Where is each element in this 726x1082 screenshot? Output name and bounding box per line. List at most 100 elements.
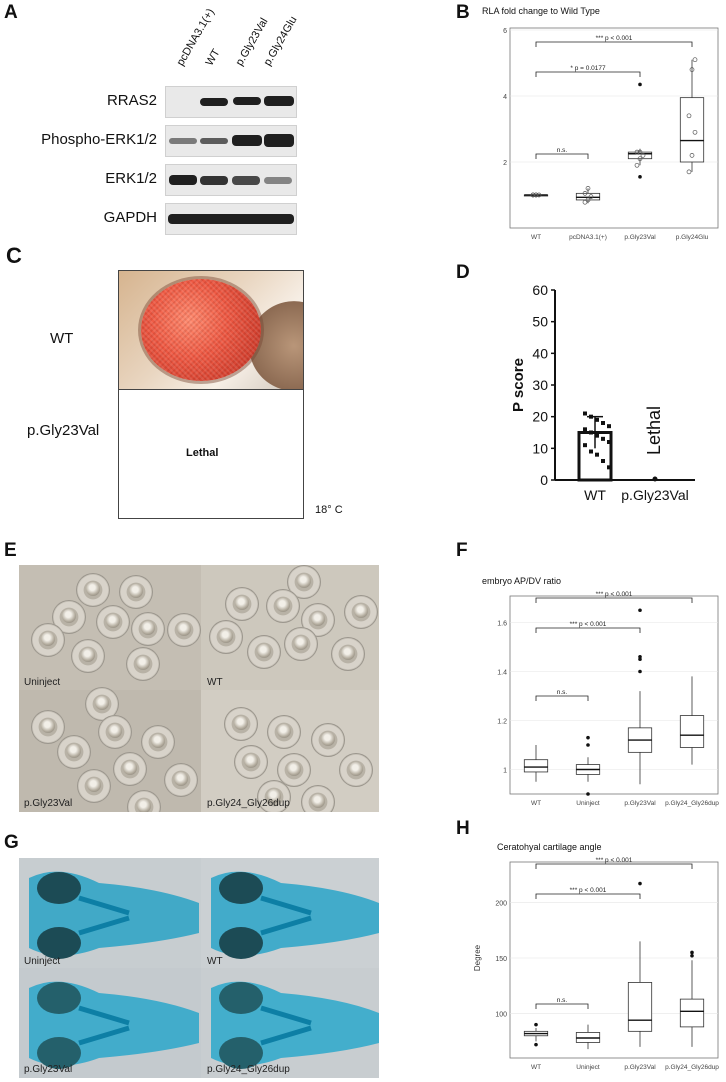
embryo <box>234 745 268 779</box>
significance-label: *** p < 0.001 <box>596 35 633 42</box>
outlier-point <box>534 1022 538 1027</box>
significance-bracket <box>535 41 693 47</box>
embryo <box>127 790 161 812</box>
tick-label: 0 <box>540 472 548 488</box>
data-point <box>601 436 605 441</box>
tick-label: 1.2 <box>497 719 507 726</box>
blot-strip-gapdh <box>165 203 297 235</box>
embryo <box>119 575 153 609</box>
temperature-label: 18° C <box>315 504 343 516</box>
embryo <box>76 573 110 607</box>
embryo <box>267 715 301 749</box>
data-point <box>601 421 605 425</box>
embryo <box>339 753 373 787</box>
significance-bracket <box>535 893 641 899</box>
data-point <box>689 67 695 72</box>
embryo <box>225 587 259 621</box>
embryo <box>257 780 291 812</box>
significance-bracket <box>535 1003 589 1009</box>
significance-label: *** p < 0.001 <box>570 621 607 628</box>
category-label: Uninject <box>576 800 600 807</box>
blot-strip-phospho-erk <box>165 125 297 157</box>
photo-label: p.Gly24_Gly26dup <box>207 1064 290 1075</box>
significance-bracket <box>535 597 693 603</box>
data-point <box>585 197 591 203</box>
significance-label: n.s. <box>557 147 568 154</box>
panel-label-c: C <box>6 243 22 268</box>
data-point <box>686 113 692 119</box>
embryo <box>301 603 335 637</box>
tick-label: 150 <box>495 956 507 963</box>
tick-label: 6 <box>503 28 507 35</box>
outlier-point <box>586 792 590 796</box>
outlier-point <box>638 175 642 179</box>
blot-row-label: RRAS2 <box>106 92 157 109</box>
photo-label: WT <box>207 677 223 688</box>
tick-label: 10 <box>532 440 548 456</box>
outlier-point <box>638 82 642 87</box>
panel-label-f: F <box>456 540 468 561</box>
significance-label: *** p < 0.001 <box>596 857 633 864</box>
photo-label: p.Gly24_Gly26dup <box>207 798 290 809</box>
tick-label: 1 <box>503 768 507 775</box>
tick-label: 4 <box>503 94 507 101</box>
panel-label-h: H <box>456 818 470 839</box>
embryo <box>126 647 160 681</box>
blot-band <box>233 97 261 105</box>
data-point <box>588 194 594 199</box>
panel-label-a: A <box>4 2 18 23</box>
chart-b-title: RLA fold change to Wild Type <box>482 6 600 16</box>
embryo <box>98 715 132 749</box>
outlier-point <box>534 1042 538 1047</box>
blot-band <box>168 214 294 224</box>
category-label: p.Gly24Glu <box>676 234 709 241</box>
data-point <box>533 192 539 198</box>
y-axis-label: Degree <box>473 944 482 971</box>
category-label: Uninject <box>576 1064 600 1071</box>
embryo <box>331 637 365 671</box>
significance-bracket <box>535 71 641 77</box>
outlier-point <box>638 669 642 674</box>
data-point <box>637 149 643 155</box>
blot-strip-rras2 <box>165 86 297 118</box>
data-point <box>607 465 611 470</box>
data-point <box>640 153 646 158</box>
embryo <box>301 785 335 812</box>
data-point <box>652 476 658 482</box>
embryo <box>31 623 65 657</box>
data-point <box>607 440 611 444</box>
data-point <box>607 424 611 429</box>
data-point <box>692 57 698 63</box>
outlier-point <box>638 655 642 659</box>
blot-band <box>264 96 294 106</box>
lethal-box: Lethal <box>118 389 304 519</box>
category-label: p.Gly23Val <box>624 234 656 241</box>
embryo <box>77 769 111 803</box>
data-point <box>583 427 587 432</box>
panel-label-b: B <box>456 2 470 23</box>
photo-label: p.Gly23Val <box>24 798 73 809</box>
category-label: WT <box>531 1064 541 1071</box>
category-label: WT <box>531 800 541 807</box>
plot-frame <box>509 861 719 1059</box>
category-label: p.Gly23Val <box>624 800 656 807</box>
cartilage-specimen <box>29 981 199 1069</box>
y-axis-label: P score <box>510 358 527 412</box>
photo-label: p.Gly23Val <box>24 1064 73 1075</box>
lethal-text: Lethal <box>186 447 219 459</box>
data-point <box>589 430 593 435</box>
blot-row-label: GAPDH <box>103 209 157 226</box>
embryo <box>311 723 345 757</box>
blot-band <box>200 98 228 106</box>
outlier-point <box>586 743 590 747</box>
data-point <box>595 433 599 438</box>
embryo <box>284 627 318 661</box>
tick-label: 20 <box>532 409 548 425</box>
lethal-label: Lethal <box>644 406 664 455</box>
embryo <box>209 620 243 654</box>
category-label: p.Gly23Val <box>624 1064 656 1071</box>
category-label: pcDNA3.1(+) <box>569 234 607 241</box>
blot-band <box>200 138 228 144</box>
outlier-point <box>690 953 694 958</box>
